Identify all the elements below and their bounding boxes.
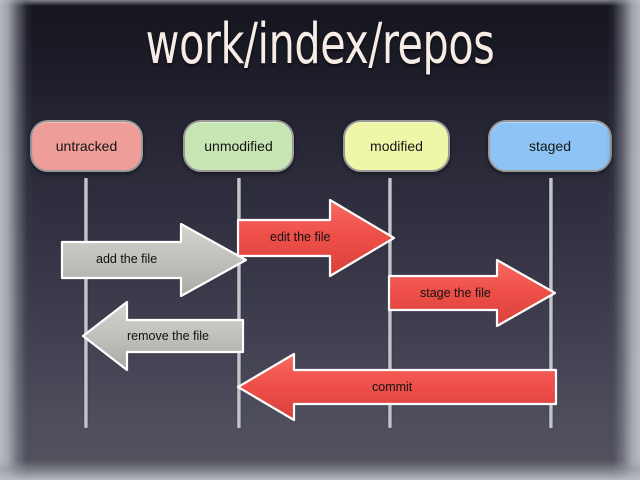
state-modified[interactable]: modified	[343, 120, 450, 172]
state-untracked[interactable]: untracked	[30, 120, 143, 172]
transition-remove-the-file[interactable]: remove the file	[81, 300, 245, 372]
lifeline-staged	[549, 178, 553, 428]
transition-edit-the-file[interactable]: edit the file	[236, 198, 398, 278]
state-label-staged: staged	[528, 138, 572, 154]
state-label-modified: modified	[370, 138, 423, 154]
lifeline-unmodified	[237, 178, 241, 428]
transition-stage-the-file[interactable]: stage the file	[387, 258, 559, 328]
state-label-unmodified: unmodified	[204, 138, 273, 154]
state-label-untracked: untracked	[55, 138, 118, 154]
transition-add-the-file[interactable]: add the file	[60, 222, 248, 298]
page-title: work/index/repos	[145, 12, 495, 77]
lifeline-untracked	[84, 178, 88, 428]
transition-commit[interactable]: commit	[236, 352, 558, 424]
state-unmodified[interactable]: unmodified	[183, 120, 294, 172]
state-staged[interactable]: staged	[488, 120, 612, 172]
